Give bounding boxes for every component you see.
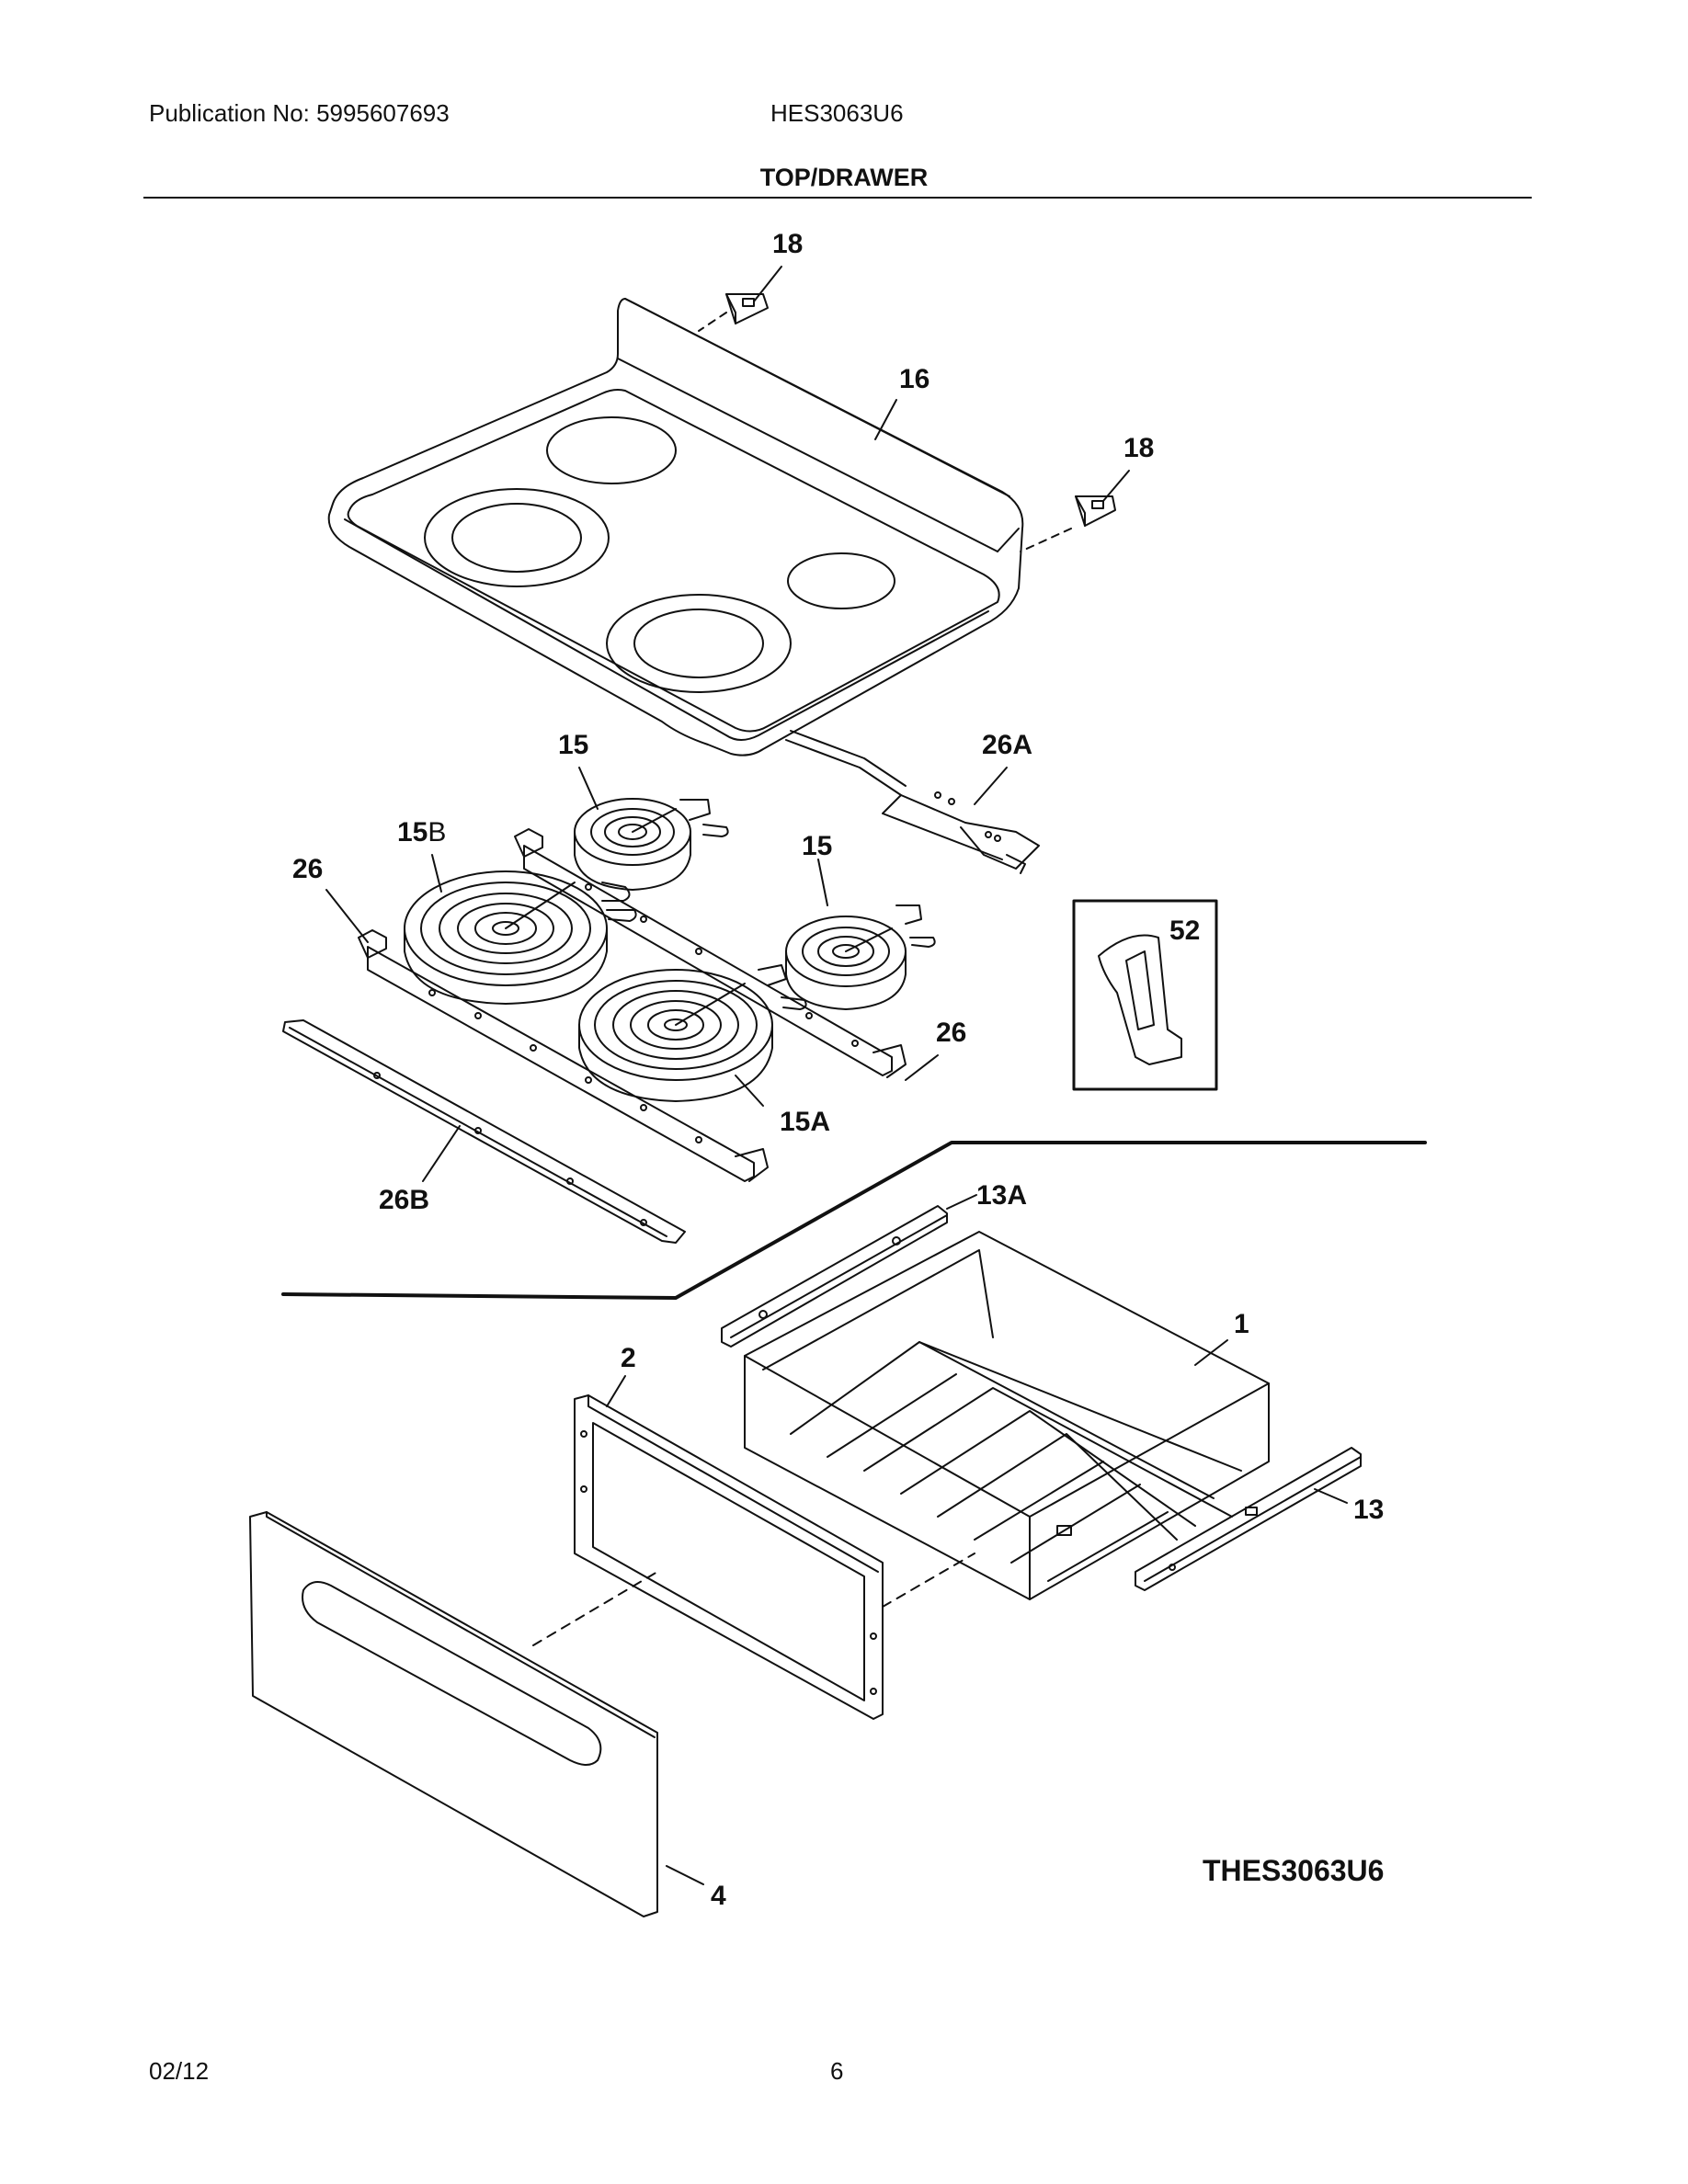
callout-26-right: 26 — [936, 1018, 966, 1048]
callout-26B: 26B — [379, 1185, 429, 1215]
drawer-slide-13 — [1135, 1447, 1362, 1591]
model-number: HES3063U6 — [770, 99, 904, 127]
callout-18-rear: 18 — [772, 229, 803, 259]
callout-4: 4 — [711, 1881, 726, 1911]
footer-page-number: 6 — [830, 2057, 844, 2085]
callout-26-left: 26 — [292, 854, 323, 884]
callout-13A: 13A — [976, 1180, 1027, 1211]
callout-15-front: 15 — [802, 831, 832, 861]
callout-1: 1 — [1234, 1309, 1249, 1339]
section-divider-line — [281, 1141, 1427, 1300]
assembly-guide-line-front — [532, 1571, 658, 1646]
hold-down-bracket-side — [1075, 495, 1116, 527]
drawer-body — [744, 1231, 1270, 1600]
element-support-bracket-right — [514, 828, 907, 1078]
callout-15B-letter: B — [428, 817, 446, 847]
callout-15B: 15B — [397, 817, 446, 847]
callout-leader-lines — [325, 266, 1348, 1885]
hold-down-bracket-rear — [725, 293, 769, 324]
surface-element-15B — [404, 870, 637, 1005]
callout-2: 2 — [621, 1343, 636, 1373]
callout-15-rear: 15 — [558, 730, 588, 760]
header-rule — [143, 197, 1532, 199]
diagram-code: THES3063U6 — [1203, 1854, 1384, 1887]
callout-15A: 15A — [780, 1107, 830, 1137]
drawer-liner-panel — [574, 1394, 884, 1720]
callout-18-side: 18 — [1123, 433, 1154, 463]
burner-ring-rear-right — [787, 552, 895, 609]
burner-ring-front-left-inner — [451, 503, 582, 573]
front-trim-26B — [282, 1019, 686, 1244]
bracket-guide-line-rear — [698, 312, 727, 332]
footer-date: 02/12 — [149, 2057, 210, 2085]
publication-number: Publication No: 5995607693 — [149, 99, 450, 127]
wire-harness-26A — [785, 730, 1040, 874]
callout-26A: 26A — [982, 730, 1032, 760]
burner-ring-front-right-inner — [633, 609, 764, 678]
burner-ring-front-right-outer — [606, 594, 792, 693]
callout-13: 13 — [1353, 1495, 1384, 1525]
surface-element-15A — [578, 964, 807, 1102]
element-support-bracket-left — [358, 929, 769, 1182]
surface-element-15-rear — [574, 798, 729, 891]
callout-labels: 18 16 18 26A 15 15B 26 15 52 26 15A 26B … — [292, 229, 1384, 1911]
callout-16: 16 — [899, 364, 930, 394]
detail-box-52 — [1072, 899, 1218, 1091]
burner-ring-rear-left — [546, 416, 677, 484]
drawer-front-panel — [249, 1511, 658, 1917]
section-title: TOP/DRAWER — [759, 164, 929, 191]
callout-52: 52 — [1169, 916, 1200, 946]
bracket-guide-line-side — [1020, 528, 1072, 552]
surface-element-15-front — [785, 904, 936, 1010]
burner-ring-front-left-outer — [424, 488, 610, 587]
cooktop-glass-top — [327, 298, 1024, 756]
callout-15B-number: 15 — [397, 817, 428, 847]
assembly-guide-line-liner — [882, 1553, 975, 1608]
drawer-slide-13A — [721, 1205, 948, 1348]
